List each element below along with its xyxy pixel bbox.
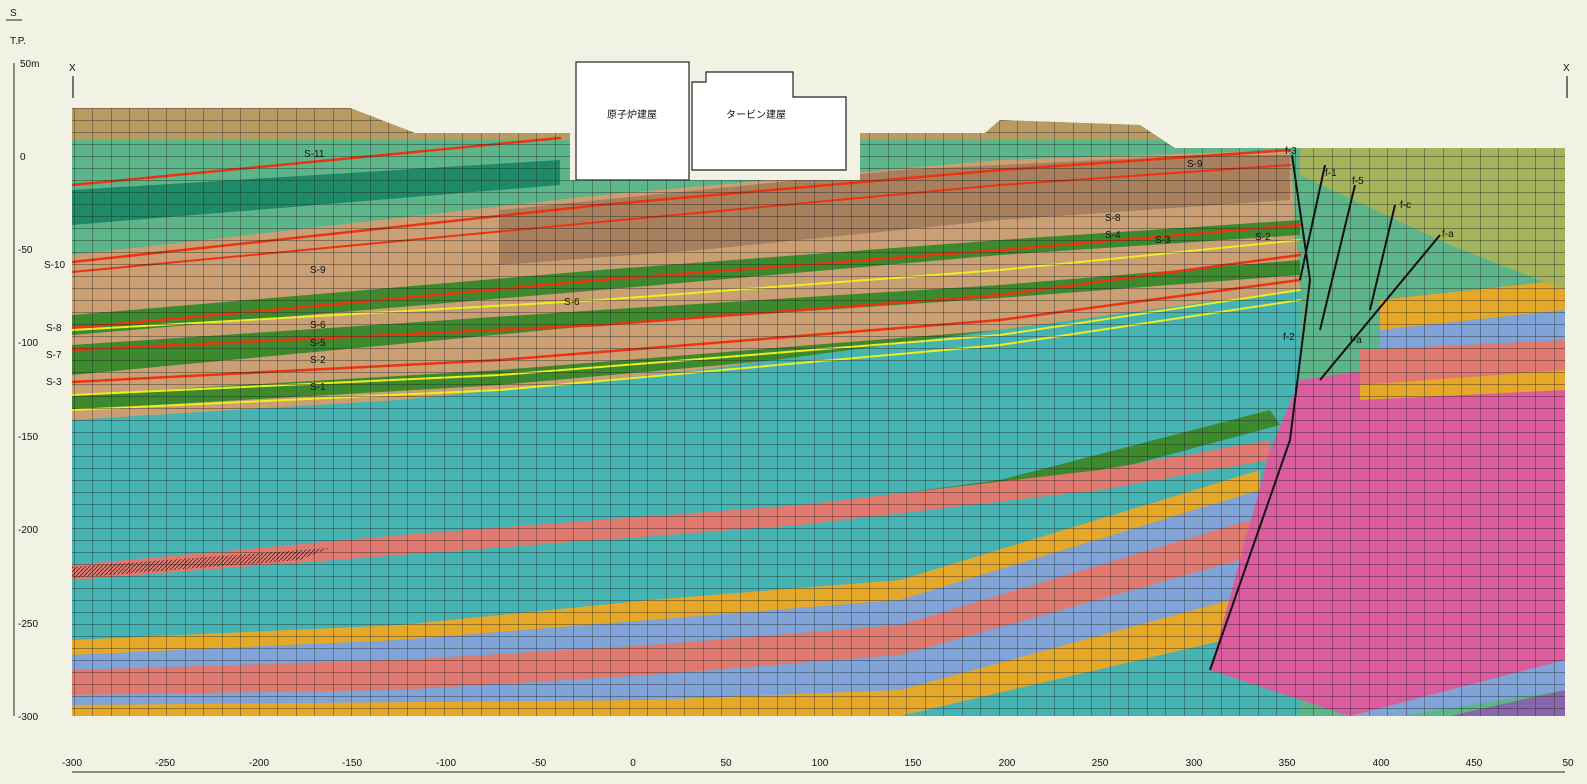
left-layer-labels: S-10 S-8 S-7 S-3: [44, 260, 66, 388]
elevation-axis: 50m 0 -50 -100 -150 -200 -250 -300: [13, 59, 39, 723]
layer-label-s10: S-10: [44, 260, 66, 271]
x-marker-left: X: [69, 63, 76, 74]
elevation-tick-neg100: -100: [18, 338, 38, 349]
elevation-tick-0: 0: [20, 152, 26, 163]
layer-label-s8: S-8: [46, 323, 62, 334]
model-layers: [72, 108, 1565, 716]
section-markers: S T.P. X X: [6, 8, 1570, 98]
distance-tick-neg100: -100: [436, 758, 456, 769]
inner-label-s9-right: S-9: [1187, 159, 1203, 170]
section-letter-left: S: [10, 8, 17, 19]
fe-mesh: [72, 108, 1565, 716]
distance-tick-neg200: -200: [249, 758, 269, 769]
distance-tick-neg250: -250: [155, 758, 175, 769]
distance-tick-100: 100: [812, 758, 829, 769]
distance-tick-400: 400: [1373, 758, 1390, 769]
reactor-building: [575, 61, 690, 181]
tp-label: T.P.: [10, 36, 26, 47]
turbine-building-label: タービン建屋: [726, 108, 786, 121]
distance-tick-neg50: -50: [532, 758, 547, 769]
fault-label-f3: f-3: [1285, 146, 1297, 157]
distance-tick-150: 150: [905, 758, 922, 769]
distance-tick-50: 50: [720, 758, 732, 769]
fault-label-fc: f-c: [1400, 200, 1411, 211]
inner-label-s6-mid: S-6: [564, 297, 580, 308]
fault-f5: [1319, 184, 1356, 331]
distance-tick-200: 200: [999, 758, 1016, 769]
inner-label-s1: S-1: [310, 382, 326, 393]
fault-fa: [1319, 234, 1441, 381]
distance-tick-300: 300: [1186, 758, 1203, 769]
elevation-tick-50m: 50m: [20, 59, 39, 70]
fault-label-f5: f-5: [1352, 176, 1364, 187]
reactor-building-label: 原子炉建屋: [607, 108, 657, 121]
fault-f1: [1299, 164, 1326, 281]
fault-fc: [1369, 204, 1396, 311]
layer-label-s3: S-3: [46, 377, 62, 388]
layer-label-s7: S-7: [46, 350, 62, 361]
faults: [1209, 154, 1441, 671]
distance-tick-neg300: -300: [62, 758, 82, 769]
inner-label-s4: S-4: [1105, 230, 1121, 241]
elevation-tick-neg200: -200: [18, 525, 38, 536]
inner-label-s6-left: S-6: [310, 320, 326, 331]
fault-label-f2: f-2: [1283, 332, 1295, 343]
buildings: 原子炉建屋 タービン建屋: [575, 61, 847, 181]
elevation-tick-neg300: -300: [18, 712, 38, 723]
elevation-tick-neg50: -50: [18, 245, 33, 256]
inner-label-s8-right: S-8: [1105, 213, 1121, 224]
distance-tick-0: 0: [630, 758, 636, 769]
elevation-tick-neg250: -250: [18, 619, 38, 630]
turbine-building: [691, 71, 847, 171]
distance-tick-250: 250: [1092, 758, 1109, 769]
inner-label-s2-right: S-2: [1255, 232, 1271, 243]
inner-layer-labels: S-11 S-9 S-6 S-5 S-2 S-1 S-6 S-9 S-8 S-4…: [304, 149, 1271, 393]
distance-tick-350: 350: [1279, 758, 1296, 769]
fault-label-f1: f-1: [1325, 168, 1337, 179]
inner-label-s5: S-5: [310, 338, 326, 349]
fault-labels: f-3 f-1 f-5 f-c f-a f-2 f-a: [1283, 146, 1454, 346]
distance-tick-450: 450: [1466, 758, 1483, 769]
distance-tick-neg150: -150: [342, 758, 362, 769]
distance-tick-500-clipped: 50: [1562, 758, 1574, 769]
inner-label-s3-right: S-3: [1155, 235, 1171, 246]
inner-label-s11: S-11: [304, 149, 325, 160]
x-marker-right: X: [1563, 63, 1570, 74]
fault-label-fa-upper: f-a: [1442, 229, 1454, 240]
fault-label-fa-lower: f-a: [1350, 335, 1362, 346]
inner-label-s9-left: S-9: [310, 265, 326, 276]
fault-f3: [1209, 154, 1312, 671]
inner-label-s2-left: S-2: [310, 355, 326, 366]
distance-axis: -300 -250 -200 -150 -100 -50 0 50 100 15…: [62, 758, 1574, 773]
elevation-tick-neg150: -150: [18, 432, 38, 443]
